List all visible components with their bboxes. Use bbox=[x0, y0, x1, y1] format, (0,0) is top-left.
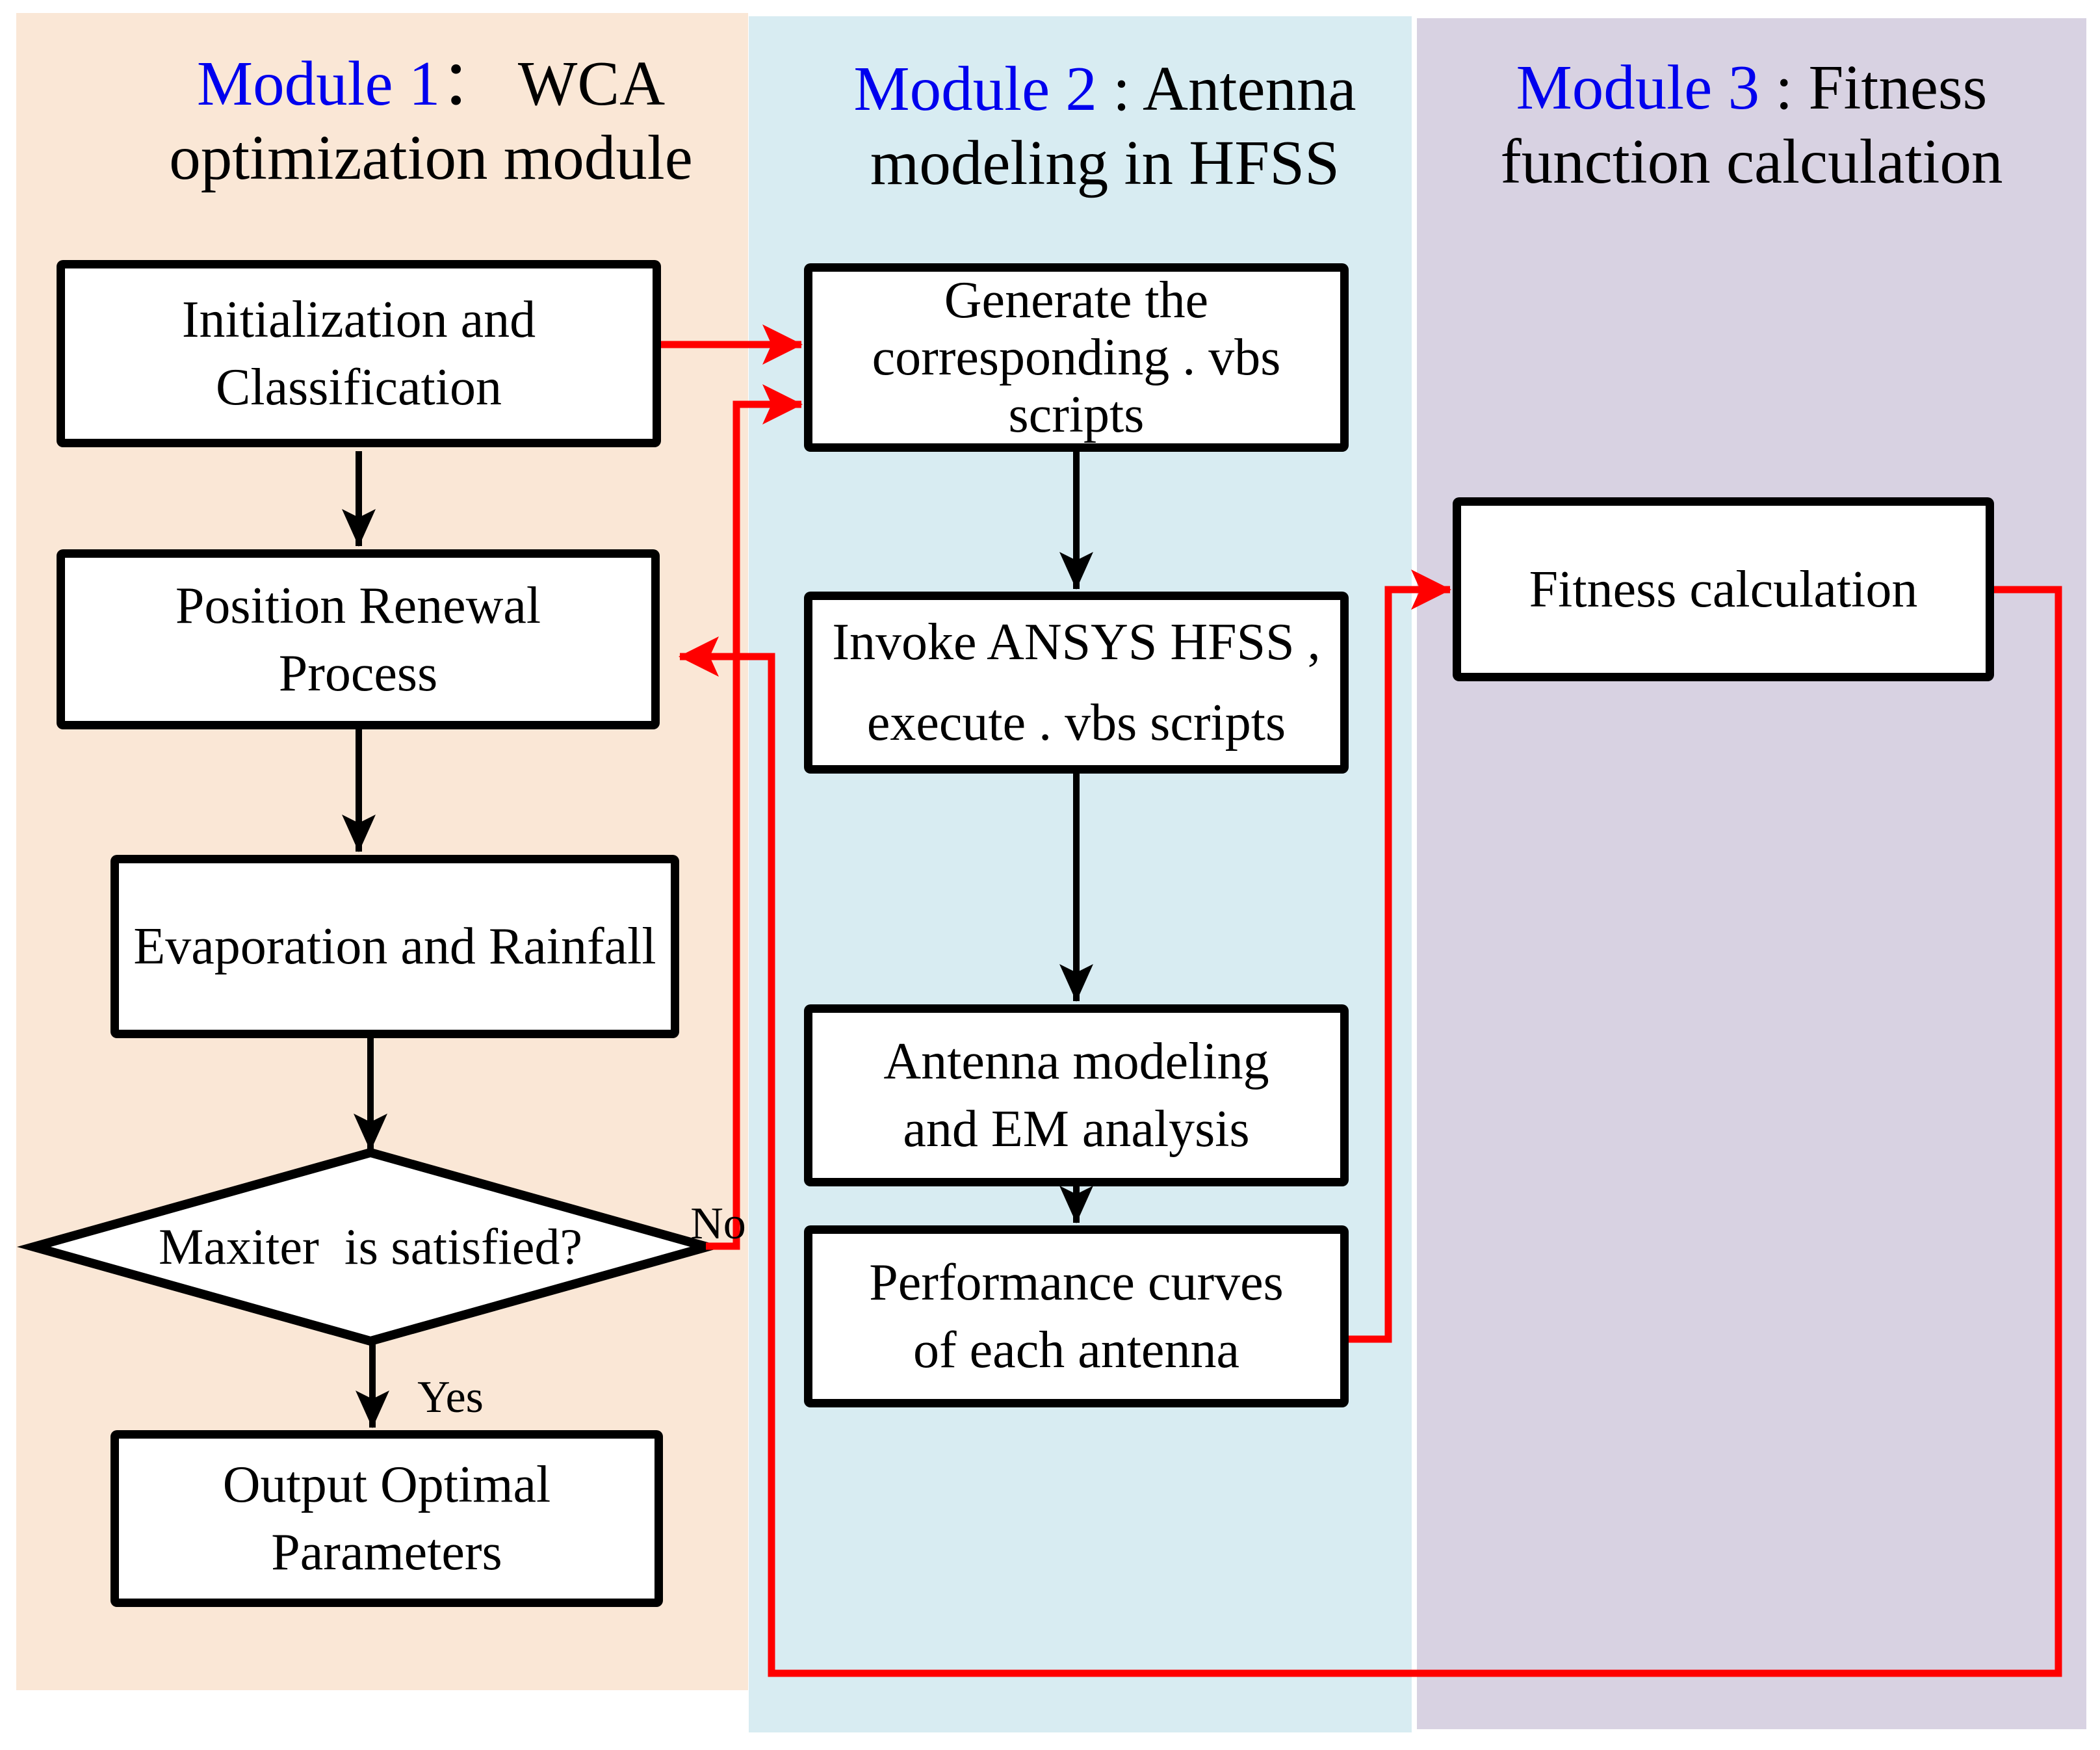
flow-box-position-renewal-process: Position Renewal Process bbox=[57, 549, 660, 729]
module-3-title-line1: Module 3 : Fitness bbox=[1417, 51, 2086, 125]
flow-box-evaporation-and-rainfall: Evaporation and Rainfall bbox=[110, 855, 679, 1038]
module-2-title-rest: : Antenna bbox=[1096, 54, 1356, 124]
flow-box-generate-vbs-scripts: Generate the corresponding . vbs scripts bbox=[804, 263, 1349, 452]
module-1-title-line2: optimization module bbox=[169, 123, 693, 193]
module-1-title-rest: ： WCA bbox=[440, 49, 666, 118]
module-3-title-rest: : Fitness bbox=[1759, 53, 1988, 122]
module-2-title-highlight: Module 2 bbox=[853, 54, 1097, 124]
branch-label-yes: Yes bbox=[417, 1372, 484, 1422]
flow-box-invoke-ansys-hfss: Invoke ANSYS HFSS , execute . vbs script… bbox=[804, 592, 1349, 774]
module-1-title-line1: Module 1： WCA bbox=[65, 47, 797, 121]
module-2-title-line1: Module 2 : Antenna bbox=[773, 52, 1436, 126]
red-arrow-fitness-to-position-renewal bbox=[679, 586, 2062, 1677]
module-1-title: Module 1： WCA optimization module bbox=[65, 47, 797, 196]
module-1-title-highlight: Module 1 bbox=[196, 49, 441, 118]
decision-maxiter-label: Maxiter is satisfied? bbox=[159, 1218, 582, 1275]
module-2-title-line2: modeling in HFSS bbox=[870, 128, 1340, 198]
flow-box-fitness-calculation: Fitness calculation bbox=[1453, 497, 1994, 681]
branch-label-no: No bbox=[690, 1199, 746, 1249]
red-arrow-no-branch-to-generate bbox=[706, 384, 803, 1250]
module-3-title-highlight: Module 3 bbox=[1516, 53, 1760, 122]
module-2-title: Module 2 : Antenna modeling in HFSS bbox=[773, 52, 1436, 201]
flow-box-antenna-modeling-em-analysis: Antenna modeling and EM analysis bbox=[804, 1004, 1349, 1186]
flow-box-initialization-and-classification: Initialization and Classification bbox=[57, 260, 661, 447]
module-3-title: Module 3 : Fitness function calculation bbox=[1417, 51, 2086, 200]
red-arrow-performance-to-fitness bbox=[1347, 569, 1451, 1343]
panel-module-3 bbox=[1417, 18, 2086, 1729]
module-3-title-line2: function calculation bbox=[1500, 127, 2003, 197]
flow-box-output-optimal-parameters: Output Optimal Parameters bbox=[110, 1430, 663, 1607]
flow-box-performance-curves: Performance curves of each antenna bbox=[804, 1225, 1349, 1407]
